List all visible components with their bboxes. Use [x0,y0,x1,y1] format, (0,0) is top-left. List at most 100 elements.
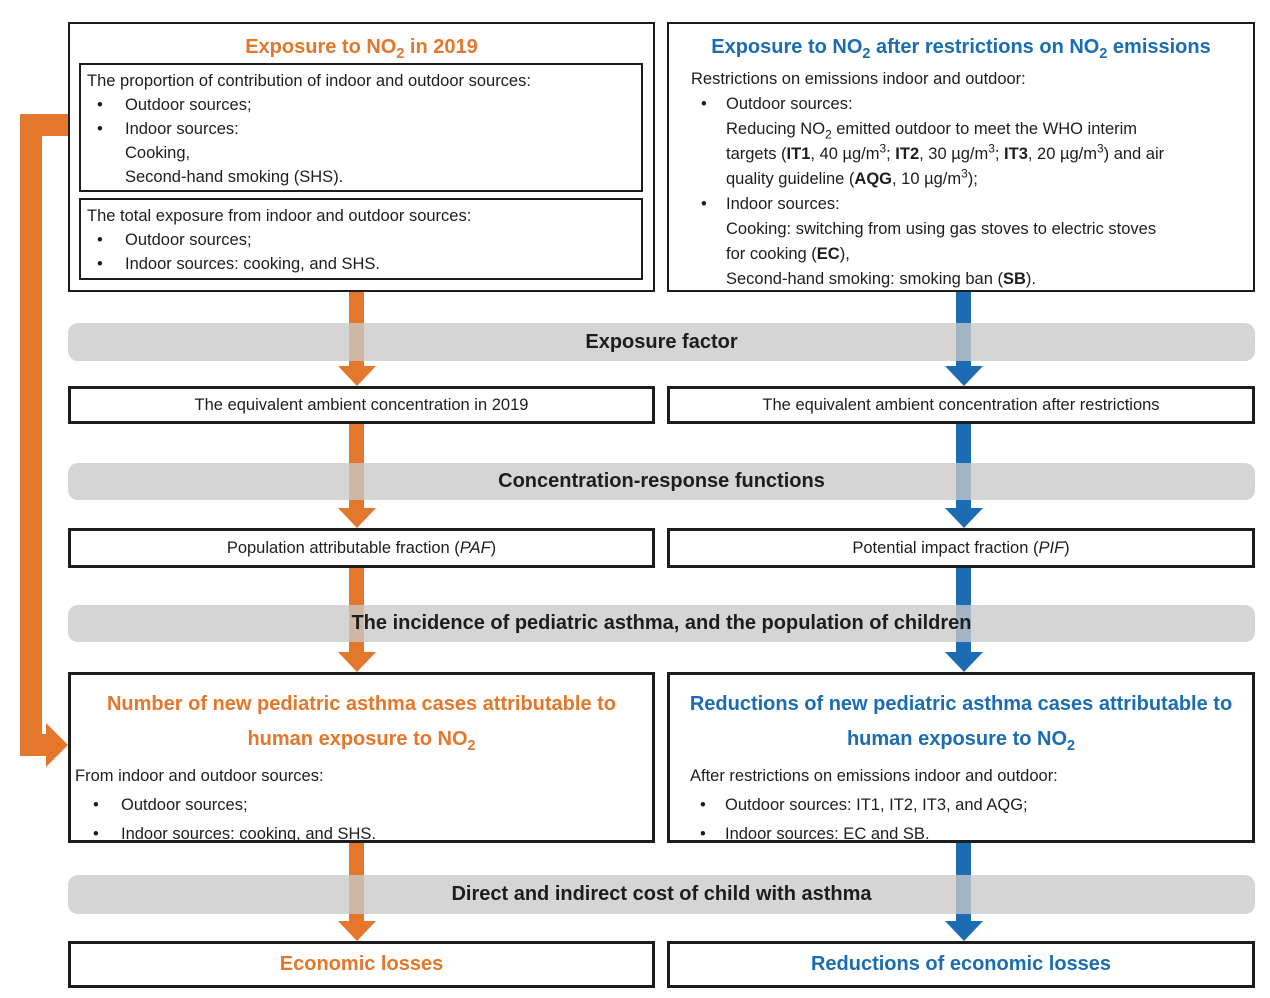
list-item-text: Cooking: switching from using gas stoves… [726,220,1157,238]
bullet-marker [691,267,726,292]
list-item-text: Indoor sources: [125,120,239,138]
list-item: • Indoor sources: EC and SB. [690,820,1252,849]
list-item-text: quality guideline (AQG, 10 µg/m3); [726,166,978,188]
bullet-marker: • [97,96,103,114]
list-item: • Outdoor sources; [75,791,652,820]
restrictions-list: Restrictions on emissions indoor and out… [669,67,1253,292]
list-item: • Indoor sources: [691,192,1253,217]
bullet-marker [691,117,726,142]
bullet-marker: • [97,120,103,138]
section-bar-cost-of-asthma: Direct and indirect cost of child with a… [68,875,1255,914]
list-item: • Outdoor sources: IT1, IT2, IT3, and AQ… [690,791,1252,820]
bullet-marker: • [700,825,706,843]
box-label: Potential impact fraction (PIF) [852,538,1070,557]
list-item: Reducing NO2 emitted outdoor to meet the… [691,117,1253,142]
list-item: Second-hand smoking: smoking ban (SB). [691,267,1253,292]
list-item-text: Indoor sources: EC and SB. [725,825,930,843]
feedback-arrowhead-icon [46,723,68,767]
list-lead: From indoor and outdoor sources: [75,767,324,785]
list-item-text: for cooking (EC), [726,245,850,263]
box-equivalent-concentration-2019: The equivalent ambient concentration in … [68,386,655,424]
list-item: • Indoor sources: cooking, and SHS. [75,820,652,849]
box-potential-impact-fraction: Potential impact fraction (PIF) [667,528,1255,568]
box-equivalent-concentration-after: The equivalent ambient concentration aft… [667,386,1255,424]
box-population-attributable-fraction: Population attributable fraction (PAF) [68,528,655,568]
bullet-marker: • [701,195,707,213]
list-item-text: Outdoor sources; [125,231,252,249]
list-lead: The total exposure from indoor and outdo… [87,207,472,225]
box-exposure-after-restrictions-title: Exposure to NO2 after restrictions on NO… [711,36,1211,62]
list-item-text: Indoor sources: cooking, and SHS. [121,825,376,843]
bullet-marker [691,142,726,167]
list-lead: The proportion of contribution of indoor… [87,72,531,90]
sources-list: From indoor and outdoor sources: • Outdo… [71,762,652,849]
bullet-marker [691,167,726,192]
section-bar-label: Direct and indirect cost of child with a… [451,883,872,905]
box-proportion-contribution: The proportion of contribution of indoor… [79,63,643,192]
list-item-text: Cooking, [125,144,191,162]
section-bar-background [68,875,1255,914]
list-lead: After restrictions on emissions indoor a… [690,767,1058,785]
feedback-arrow-bottom-segment [20,734,50,756]
list-item: quality guideline (AQG, 10 µg/m3); [691,167,1253,192]
list-item-text: Indoor sources: [726,195,840,213]
list-lead: Restrictions on emissions indoor and out… [691,70,1026,88]
blue-arrow-3-head-icon [945,652,983,672]
section-bar-concentration-response: Concentration-response functions [68,463,1255,500]
list-item-text: Outdoor sources: IT1, IT2, IT3, and AQG; [725,796,1028,814]
section-bar-incidence-population: The incidence of pediatric asthma, and t… [68,605,1255,642]
box-label: The equivalent ambient concentration aft… [762,395,1160,414]
orange-arrow-2-head-icon [338,508,376,528]
bullet-marker: • [700,796,706,814]
sources-list: After restrictions on emissions indoor a… [670,762,1252,849]
box-label: The equivalent ambient concentration in … [194,395,529,414]
section-bar-label: Exposure factor [585,330,738,353]
list-item: • Outdoor sources: [691,92,1253,117]
box-label: Economic losses [279,953,444,975]
bullet-marker: • [701,95,707,113]
box-economic-losses: Economic losses [68,941,655,988]
section-bar-background [68,605,1255,642]
orange-arrow-4-head-icon [338,921,376,941]
section-bar-background [68,463,1255,500]
box-total-exposure: The total exposure from indoor and outdo… [79,198,643,280]
blue-arrow-4-head-icon [945,921,983,941]
section-bar-background [68,323,1255,361]
list-item: Cooking: switching from using gas stoves… [691,217,1253,242]
bullet-marker [87,141,125,165]
section-bar-label: The incidence of pediatric asthma, and t… [351,612,972,634]
box-exposure-2019-title: Exposure to NO2 in 2019 [245,36,478,62]
bullet-marker: • [97,255,103,273]
list-item-text: Outdoor sources: [726,95,853,113]
box-reductions-asthma-cases-title: Reductions of new pediatric asthma cases… [689,693,1233,754]
bullet-marker [691,217,726,242]
blue-arrow-1-head-icon [945,366,983,386]
bullet-marker [87,165,125,189]
box-exposure-2019: Exposure to NO2 in 2019 The proportion o… [68,22,655,292]
list-item-text: Indoor sources: cooking, and SHS. [125,255,380,273]
orange-arrow-3-head-icon [338,652,376,672]
section-bar-label: Concentration-response functions [498,470,825,492]
bullet-marker [691,242,726,267]
list-item-text: Second-hand smoking: smoking ban (SB). [726,270,1037,288]
list-item-text: Reducing NO2 emitted outdoor to meet the… [726,120,1138,142]
box-reductions-economic-losses: Reductions of economic losses [667,941,1255,988]
orange-arrow-1-head-icon [338,366,376,386]
bullet-marker: • [93,825,99,843]
list-item: Cooking, [87,141,635,165]
list-item: • Indoor sources: [87,117,635,141]
bullet-marker: • [97,231,103,249]
section-bar-exposure-factor: Exposure factor [68,323,1255,361]
list-item-text: Outdoor sources; [121,796,248,814]
list-item-text: Second-hand smoking (SHS). [125,168,344,186]
box-new-asthma-cases: Number of new pediatric asthma cases att… [68,672,655,843]
list-item: • Indoor sources: cooking, and SHS. [87,252,635,276]
box-reductions-asthma-cases: Reductions of new pediatric asthma cases… [667,672,1255,843]
list-item: targets (IT1, 40 µg/m3; IT2, 30 µg/m3; I… [691,142,1253,167]
blue-arrow-2-head-icon [945,508,983,528]
bullet-marker: • [93,796,99,814]
list-item: Second-hand smoking (SHS). [87,165,635,189]
list-item: • Outdoor sources; [87,228,635,252]
box-label: Population attributable fraction (PAF) [226,538,497,557]
